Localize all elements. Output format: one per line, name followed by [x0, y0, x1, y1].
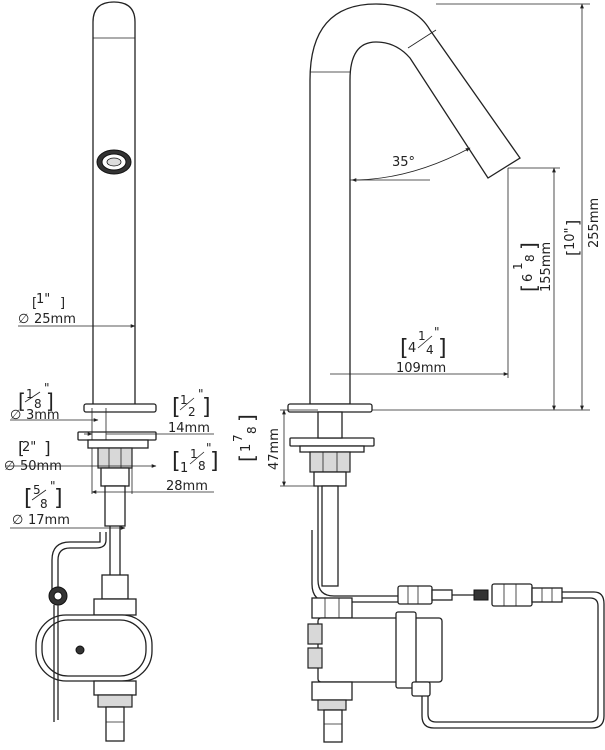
front-washer — [87, 439, 149, 449]
reach-mm: 109mm — [396, 361, 446, 376]
base-diameter-symbol: ∅ — [4, 459, 15, 474]
svg-text:]: ] — [210, 449, 219, 474]
spout-diameter-symbol: ∅ — [18, 312, 29, 327]
front-spout-body — [92, 1, 136, 406]
svg-text:": " — [434, 325, 440, 339]
side-valve-bottom — [311, 681, 353, 701]
svg-text:]: ] — [235, 414, 259, 422]
thread-diameter-mm: 17mm — [28, 513, 70, 528]
outlet-height-inch-den: 8 — [523, 254, 537, 262]
side-mounting-nut — [309, 451, 351, 473]
svg-text:]: ] — [563, 220, 582, 226]
side-inlet — [323, 709, 343, 743]
front-led-indicator — [75, 645, 85, 655]
svg-text:]: ] — [44, 439, 51, 459]
front-valve-bottom — [93, 680, 137, 696]
front-base-plate — [77, 431, 157, 441]
base-diameter-inch: 2" — [22, 440, 36, 455]
total-height-inch: 10" — [563, 227, 578, 250]
svg-text:]: ] — [46, 389, 54, 413]
svg-text:]: ] — [438, 336, 447, 361]
side-spout-joint-2 — [407, 29, 437, 49]
deck-thickness-inch-num: 7 — [231, 434, 245, 442]
flange-width-inch-num: 1 — [180, 393, 188, 407]
spout-angle: 35° — [392, 155, 415, 170]
thread-diameter-inch-den: 8 — [40, 497, 48, 511]
side-solenoid-clamp — [395, 611, 417, 689]
side-washer — [299, 445, 365, 453]
front-escutcheon — [83, 403, 157, 413]
side-dimensions: 35° 10" [ ] 255mm [ 6 1 8 ] 155mm [ 4 1 … — [231, 3, 602, 487]
deck-thickness-inch-whole: 1 — [239, 444, 254, 452]
svg-text:[: [ — [172, 449, 181, 474]
outlet-height-mm: 155mm — [539, 242, 554, 292]
svg-text:]: ] — [60, 296, 65, 311]
front-dimensions: 1" [ ] ∅ 25mm [ 1 8 " ] ∅ 3mm 2" [ ] ∅ 5… — [4, 292, 219, 530]
thread-diameter-symbol: ∅ — [12, 513, 23, 528]
svg-text:]: ] — [202, 395, 211, 420]
svg-text:[: [ — [517, 284, 541, 292]
nut-width-inch-num: 1 — [190, 447, 198, 461]
base-diameter-mm: 50mm — [20, 459, 62, 474]
svg-text:[: [ — [400, 336, 409, 361]
side-spout-body — [309, 3, 521, 405]
nut-width-inch-whole: 1 — [180, 461, 188, 476]
svg-text:[: [ — [235, 454, 259, 462]
nut-width-inch-den: 8 — [198, 459, 206, 473]
front-threaded-shank — [104, 485, 126, 527]
front-view — [35, 1, 157, 742]
front-lock-nut — [100, 467, 130, 487]
reach-inch-den: 4 — [426, 343, 434, 357]
hole-diameter-inch-num: 1 — [26, 387, 34, 401]
side-view — [287, 3, 605, 743]
outlet-height-inch-num: 1 — [511, 262, 525, 270]
hole-diameter-mm: 3mm — [26, 408, 60, 423]
reach-inch-num: 1 — [418, 329, 426, 343]
total-height-mm: 255mm — [587, 198, 602, 248]
svg-text:": " — [198, 387, 204, 401]
flange-width-inch-den: 2 — [188, 405, 196, 419]
outlet-height-inch-whole: 6 — [521, 274, 536, 282]
front-inlet — [105, 706, 125, 742]
svg-text:": " — [50, 479, 56, 493]
spout-diameter-mm: 25mm — [34, 312, 76, 327]
svg-text:": " — [206, 441, 212, 455]
front-valve-top — [93, 598, 137, 616]
side-fitting — [311, 597, 353, 619]
flange-width-mm: 14mm — [168, 421, 210, 436]
spout-diameter-inch: 1" — [36, 292, 50, 307]
svg-text:[: [ — [32, 296, 37, 311]
deck-thickness-mm: 47mm — [267, 428, 282, 470]
nut-width-mm: 28mm — [166, 479, 208, 494]
front-fitting — [101, 574, 129, 600]
reach-inch-whole: 4 — [408, 341, 416, 356]
svg-text:[: [ — [172, 395, 181, 420]
deck-thickness-inch-den: 8 — [245, 426, 259, 434]
svg-text:]: ] — [54, 486, 63, 511]
hole-diameter-inch-den: 8 — [34, 397, 42, 411]
sensor-eye-icon — [96, 149, 132, 175]
svg-text:[: [ — [24, 486, 33, 511]
side-lock-nut — [313, 471, 347, 487]
side-solenoid-housing — [317, 617, 443, 683]
side-base-plate — [289, 437, 375, 447]
front-mounting-nut — [97, 447, 133, 469]
thread-diameter-inch-num: 5 — [33, 483, 41, 497]
svg-text:[: [ — [18, 439, 25, 459]
side-escutcheon — [287, 403, 373, 413]
svg-text:[: [ — [563, 250, 582, 256]
hole-diameter-symbol: ∅ — [10, 408, 21, 423]
side-cable-connectors — [397, 583, 605, 729]
svg-text:": " — [44, 381, 50, 395]
svg-text:[: [ — [18, 389, 26, 413]
svg-text:]: ] — [517, 242, 541, 250]
